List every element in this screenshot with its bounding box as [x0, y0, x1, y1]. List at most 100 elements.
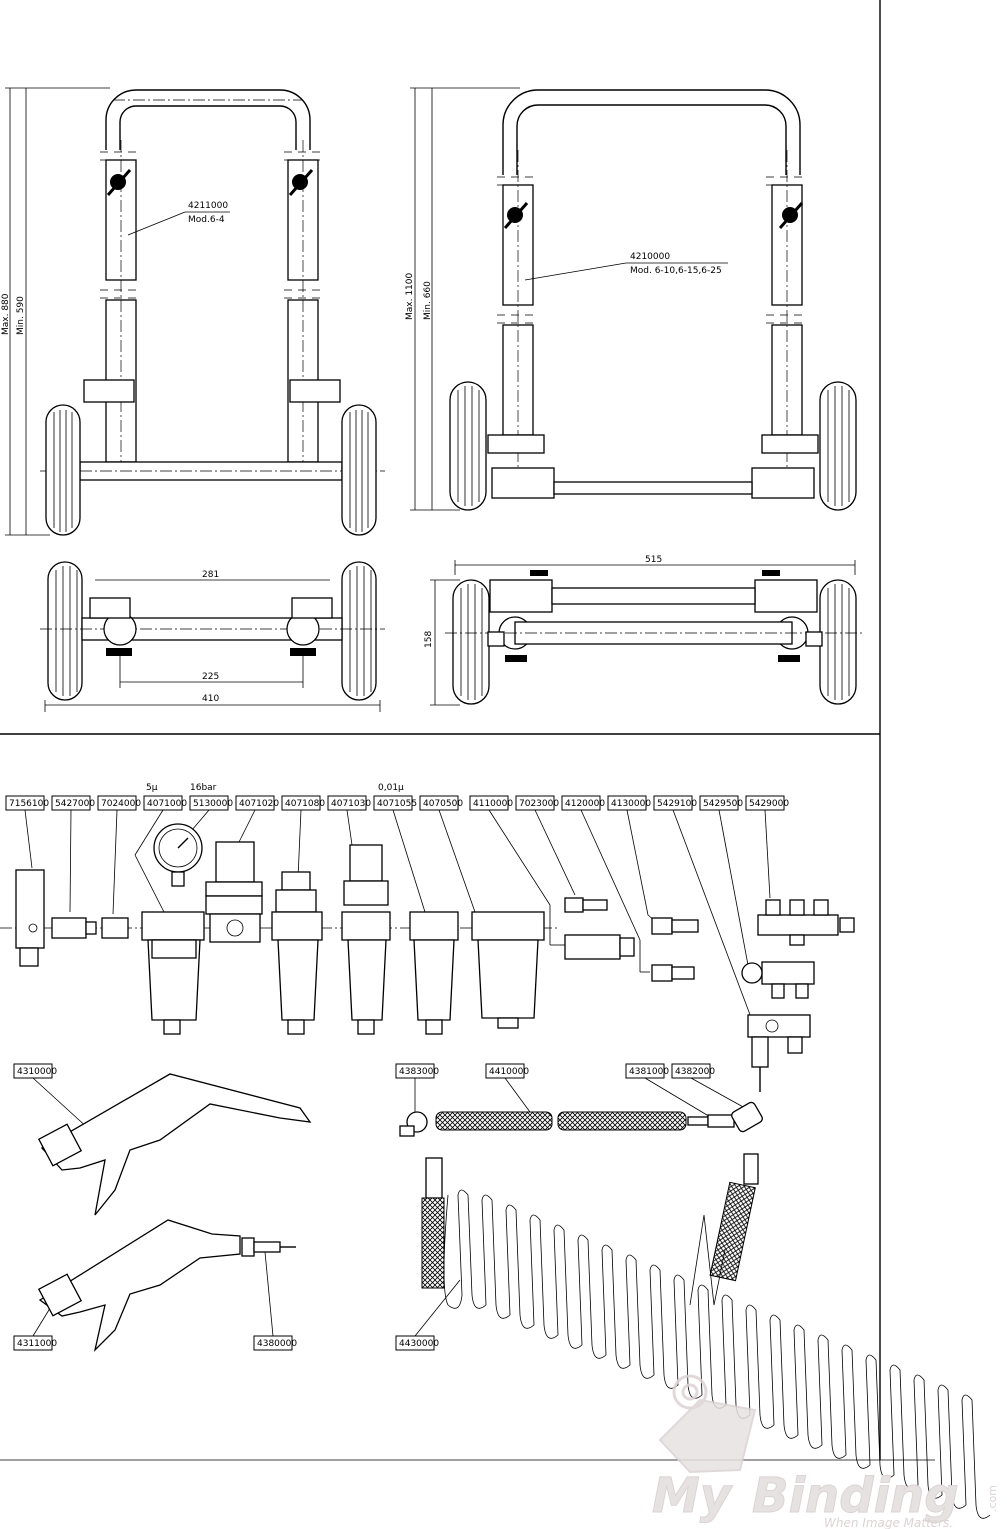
- blow-gun-4310000: [37, 1073, 312, 1216]
- part-label-4410000: 4410000: [489, 1067, 529, 1077]
- base-b-dim-515: 515: [645, 555, 662, 565]
- frame-a-part-number: 4211000: [188, 201, 228, 211]
- part-label-4383000: 4383000: [399, 1067, 439, 1077]
- coiled-hose-4430000: [421, 1153, 991, 1519]
- part-tag: 4410000: [485, 1063, 529, 1079]
- frame-b-model: Mod. 6-10,6-15,6-25: [630, 266, 722, 276]
- leader-lines: [24, 809, 771, 1021]
- part-tag: 4430000: [395, 1335, 439, 1351]
- nipple-4130000: [651, 917, 699, 935]
- nozzle-4380000: [241, 1237, 296, 1257]
- part-tag: 4071020: [235, 795, 279, 811]
- note-16bar: 16bar: [190, 783, 217, 793]
- part-label-5429000: 5429000: [749, 799, 789, 809]
- part-label-4381000: 4381000: [629, 1067, 669, 1077]
- part-label-4071080: 4071080: [285, 799, 325, 809]
- base-b-dim-158: 158: [424, 631, 434, 648]
- part-label-4071000: 4071000: [147, 799, 187, 809]
- frame-a-model: Mod.6-4: [188, 215, 225, 225]
- part-tag: 4380000: [253, 1335, 297, 1351]
- frame-a-min-label: Min. 590: [16, 296, 26, 335]
- part-label-5427000: 5427000: [55, 799, 95, 809]
- mybinding-logo: My Binding .com When Image Matters.: [652, 1374, 999, 1529]
- part-tag: 5429100: [653, 795, 697, 811]
- part-tag: 5130000: [189, 795, 233, 811]
- filter-4070500: [471, 911, 545, 1029]
- base-a-top-view: 281 225 410: [40, 561, 385, 712]
- base-a-dim-281: 281: [202, 570, 219, 580]
- part-label-5429500: 5429500: [703, 799, 743, 809]
- part-tag: 4381000: [625, 1063, 669, 1079]
- part-tag: 7156100: [5, 795, 49, 811]
- part-tag: 4130000: [607, 795, 651, 811]
- manifold-5429500: [741, 961, 815, 999]
- brand-domain: .com: [986, 1485, 999, 1512]
- part-tag: 4383000: [395, 1063, 439, 1079]
- straight-hose-4410000: [399, 1101, 763, 1137]
- part-tag: 4110000: [469, 795, 513, 811]
- part-tag: 5429000: [745, 795, 789, 811]
- nipple-7023000: [564, 897, 608, 913]
- fitting-7024000: [101, 917, 129, 939]
- blow-gun-4311000: [37, 1219, 241, 1353]
- brand-tagline: When Image Matters.: [824, 1516, 953, 1529]
- frame-b-max-label: Max. 1100: [405, 272, 415, 320]
- part-tag: 7023000: [515, 795, 559, 811]
- part-label-7023000: 7023000: [519, 799, 559, 809]
- base-b-top-view: 515 158: [424, 555, 865, 706]
- part-tag: 4071000: [143, 795, 187, 811]
- part-tag: 5427000: [51, 795, 95, 811]
- part-tag: 4311000: [13, 1335, 57, 1351]
- filter-4071000: [141, 911, 205, 1035]
- gauge-5130000: [153, 823, 203, 887]
- part-tag: 4120000: [561, 795, 605, 811]
- brand-name-binding: Binding: [752, 1468, 959, 1524]
- manifold-5429100: [747, 1014, 811, 1092]
- part-tag: 4070500: [419, 795, 463, 811]
- manifold-5429000: [757, 899, 855, 946]
- part-label-4311000: 4311000: [17, 1339, 57, 1349]
- frame-b-side-view: Max. 1100 Min. 660 4210000 Mod. 6-10,6-1…: [405, 87, 857, 511]
- part-label-4430000: 4430000: [399, 1339, 439, 1349]
- brand-name-my: My: [652, 1468, 733, 1524]
- part-tag: 4071055: [373, 795, 417, 811]
- part-tag: 4382000: [671, 1063, 715, 1079]
- part-label-7156100: 7156100: [9, 799, 49, 809]
- coupling-4110000: [564, 934, 635, 960]
- part-tag-row: 7156100 5427000 7024000 4071000 5130000 …: [5, 795, 789, 811]
- part-label-4070500: 4070500: [423, 799, 463, 809]
- base-a-dim-410: 410: [202, 694, 219, 704]
- part-label-7024000: 7024000: [101, 799, 141, 809]
- filter-4071055: [409, 911, 459, 1035]
- nipple-4120000: [651, 964, 695, 982]
- regulator-4071020: [205, 841, 263, 943]
- frame-b-min-label: Min. 660: [423, 281, 433, 320]
- wall-bracket: [15, 869, 45, 949]
- note-5-micron: 5µ: [146, 783, 158, 793]
- note-001-micron: 0,01µ: [378, 783, 404, 793]
- part-label-4382000: 4382000: [675, 1067, 715, 1077]
- binder-logo-icon: [658, 1374, 757, 1474]
- part-label-5429100: 5429100: [657, 799, 697, 809]
- regulator-4071030: [341, 844, 391, 1035]
- part-label-4110000: 4110000: [473, 799, 513, 809]
- part-label-4120000: 4120000: [565, 799, 605, 809]
- part-label-4071020: 4071020: [239, 799, 279, 809]
- regulator-4071080: [271, 871, 323, 1035]
- part-tag: 7024000: [97, 795, 141, 811]
- part-label-4380000: 4380000: [257, 1339, 297, 1349]
- part-tag: 4071080: [281, 795, 325, 811]
- part-label-5130000: 5130000: [193, 799, 233, 809]
- notes: 5µ 16bar 0,01µ: [146, 783, 404, 793]
- frame-a-side-view: Max. 880 Min. 590 4211000 Mod.6-4: [1, 87, 385, 536]
- part-label-4071055: 4071055: [377, 799, 417, 809]
- base-a-dim-225: 225: [202, 672, 219, 682]
- part-label-4071030: 4071030: [331, 799, 371, 809]
- frame-a-max-label: Max. 880: [1, 293, 11, 335]
- part-label-4310000: 4310000: [17, 1067, 57, 1077]
- part-tag: 4310000: [13, 1063, 57, 1079]
- part-label-4130000: 4130000: [611, 799, 651, 809]
- part-tag: 5429500: [699, 795, 743, 811]
- frame-b-part-number: 4210000: [630, 252, 670, 262]
